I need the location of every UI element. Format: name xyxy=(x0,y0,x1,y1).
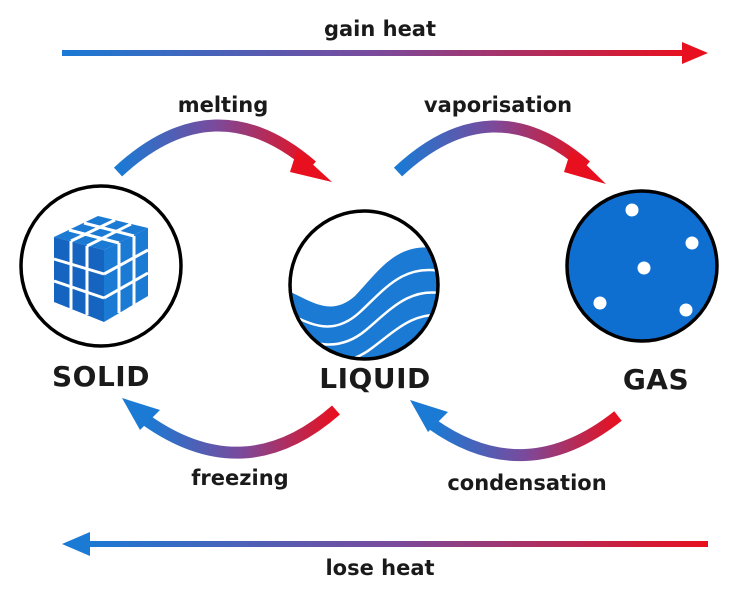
solid-state xyxy=(19,184,183,348)
solid-label: SOLID xyxy=(52,360,150,393)
gas-label: GAS xyxy=(623,363,689,396)
freezing-label: freezing xyxy=(191,466,288,490)
vaporisation-label: vaporisation xyxy=(424,93,572,117)
lose-heat-arrow xyxy=(62,532,708,556)
melting-label: melting xyxy=(178,93,269,117)
condensation-arrow xyxy=(410,400,622,462)
freezing-arrow xyxy=(122,398,340,459)
gain-heat-arrow xyxy=(62,42,708,64)
condensation-label: condensation xyxy=(447,471,606,495)
particles-icon xyxy=(593,203,699,317)
gain-heat-label: gain heat xyxy=(324,17,436,41)
lose-heat-label: lose heat xyxy=(325,556,434,580)
melting-arrow xyxy=(113,119,332,182)
cube-lattice-icon xyxy=(53,216,149,322)
gas-state xyxy=(565,189,719,343)
liquid-label: LIQUID xyxy=(319,362,430,395)
liquid-state xyxy=(288,209,440,361)
vaporisation-arrow xyxy=(393,120,606,184)
